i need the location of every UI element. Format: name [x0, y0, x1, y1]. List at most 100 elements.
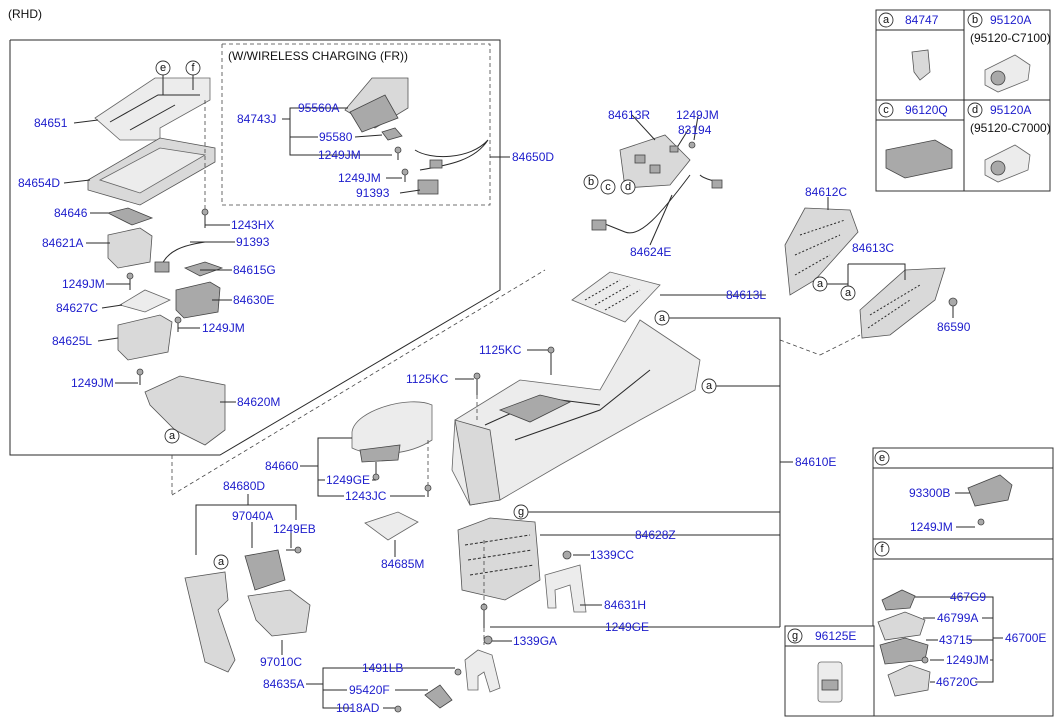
callout-g: g	[518, 506, 524, 518]
left-parts-drawings	[87, 77, 226, 446]
label-84685M: 84685M	[381, 557, 424, 571]
upper-center-parts: 84613R 1249JM 83194 84624E b c d	[583, 108, 723, 259]
legend-f-467G9-drawing	[881, 589, 916, 611]
legend-d-note: (95120-C7000)	[970, 121, 1051, 135]
callout-b: b	[588, 176, 594, 188]
legend-g-key: g	[792, 630, 798, 642]
part-84628Z-drawing	[457, 517, 541, 601]
side-panels: 84612C 84613C 86590 a a	[779, 185, 971, 356]
callout-f-top: f	[191, 62, 195, 74]
label-97040A: 97040A	[232, 509, 273, 523]
label-84615G: 84615G	[233, 263, 276, 277]
label-1249JM-f: 1249JM	[676, 108, 719, 122]
legend-e-key: e	[879, 452, 885, 464]
legend-a-drawing	[911, 49, 931, 81]
legend-f-p1: 467G9	[950, 590, 986, 604]
part-86590-drawing	[948, 297, 958, 307]
rear-panel-group: 84680D 97040A 1249EB 97010C a	[184, 479, 316, 673]
part-84635A-drawing	[464, 649, 501, 693]
part-84680D-drawing	[184, 571, 236, 673]
storage-group: 84628Z 1339CC 84631H 1249GE g 1339GA 149…	[263, 504, 780, 715]
legend-f-46799A-drawing	[877, 611, 926, 641]
left-callouts: e f a	[155, 60, 201, 444]
legend-a-part: 84747	[905, 13, 939, 27]
label-84613C: 84613C	[852, 241, 894, 255]
callout-a-84613L: a	[659, 312, 666, 324]
part-95580-drawing	[381, 127, 403, 141]
callout-c: c	[605, 181, 611, 193]
legend-f-46720C-drawing	[887, 664, 931, 697]
legend-b-note: (95120-C7100)	[970, 31, 1051, 45]
label-1249JM-d: 1249JM	[318, 148, 361, 162]
label-84627C: 84627C	[56, 301, 98, 315]
legend-c-drawing	[885, 139, 953, 179]
main-console: 1125KC 1125KC 84613L 84610E a a	[406, 271, 836, 627]
legend-e-drawing	[967, 474, 1013, 507]
part-84685M-drawing	[364, 511, 419, 541]
part-84620M-drawing	[144, 375, 226, 446]
label-83194: 83194	[678, 123, 712, 137]
label-91393-a: 91393	[236, 235, 270, 249]
label-84680D: 84680D	[223, 479, 265, 493]
label-84654D: 84654D	[18, 176, 60, 190]
legend-f-p5: 46720C	[936, 675, 978, 689]
legend-abcd: a 84747 b 95120A (95120-C7100) c 96120Q …	[875, 9, 1051, 192]
part-97010C-drawing	[247, 589, 311, 637]
label-95560A: 95560A	[298, 101, 339, 115]
label-1243JC: 1243JC	[345, 489, 387, 503]
callout-a-left: a	[169, 430, 176, 442]
wireless-box-frame	[221, 43, 491, 206]
part-84631H-drawing	[544, 564, 587, 613]
legend-f-p2: 46799A	[937, 611, 978, 625]
label-1339GA: 1339GA	[513, 634, 557, 648]
label-84660: 84660	[265, 459, 299, 473]
legend-f-p4: 1249JM	[946, 653, 989, 667]
part-84651-drawing	[94, 77, 211, 141]
legend-f-43715-drawing	[879, 637, 929, 665]
label-1249JM-a: 1249JM	[62, 277, 105, 291]
legend-b-key: b	[972, 14, 978, 26]
part-84613L-drawing	[571, 271, 661, 323]
label-1249GE-a: 1249GE	[326, 473, 370, 487]
left-box-frame	[9, 39, 501, 456]
label-84613L: 84613L	[726, 288, 766, 302]
label-1249JM-b: 1249JM	[71, 376, 114, 390]
left-labels: 84651 84654D 84646 84621A 1249JM 84627C …	[18, 101, 554, 409]
label-84621A: 84621A	[42, 236, 83, 250]
legend-c-key: c	[883, 104, 889, 116]
part-84610E-drawing	[451, 319, 701, 506]
callout-a-rear: a	[218, 556, 225, 568]
part-84612C-drawing	[784, 207, 859, 296]
label-84650D: 84650D	[512, 150, 554, 164]
label-84625L: 84625L	[52, 334, 92, 348]
label-1339CC: 1339CC	[590, 548, 634, 562]
label-1018AD: 1018AD	[336, 701, 380, 715]
left-leader-lines	[63, 107, 510, 403]
label-1125KC-a: 1125KC	[479, 343, 522, 357]
label-84651: 84651	[34, 116, 68, 130]
part-84613C-drawing	[859, 267, 946, 339]
legend-c-part: 96120Q	[905, 103, 948, 117]
label-84613R: 84613R	[608, 108, 650, 122]
label-97010C: 97010C	[260, 655, 302, 669]
legend-d-part: 95120A	[990, 103, 1031, 117]
part-84630E-drawing	[175, 281, 221, 319]
legend-g: g 96125E	[784, 625, 875, 717]
part-84627C-drawing	[118, 289, 171, 313]
wireless-parts-drawings	[344, 77, 489, 195]
label-1249EB: 1249EB	[273, 522, 316, 536]
label-95420F: 95420F	[349, 683, 390, 697]
label-1249JM-e: 1249JM	[338, 171, 381, 185]
label-84612C: 84612C	[805, 185, 847, 199]
label-86590: 86590	[937, 320, 971, 334]
label-84620M: 84620M	[237, 395, 280, 409]
callout-a-84612C: a	[817, 278, 824, 290]
callout-e-top: e	[160, 62, 166, 74]
label-84635A: 84635A	[263, 677, 304, 691]
legend-ef: e 93300B 1249JM f 467G9 46799A 43715 124…	[872, 447, 1054, 717]
callout-d: d	[625, 181, 631, 193]
legend-f-key: f	[880, 543, 884, 555]
label-91393-b: 91393	[356, 186, 390, 200]
label-1243HX: 1243HX	[231, 218, 274, 232]
legend-a-key: a	[883, 14, 890, 26]
